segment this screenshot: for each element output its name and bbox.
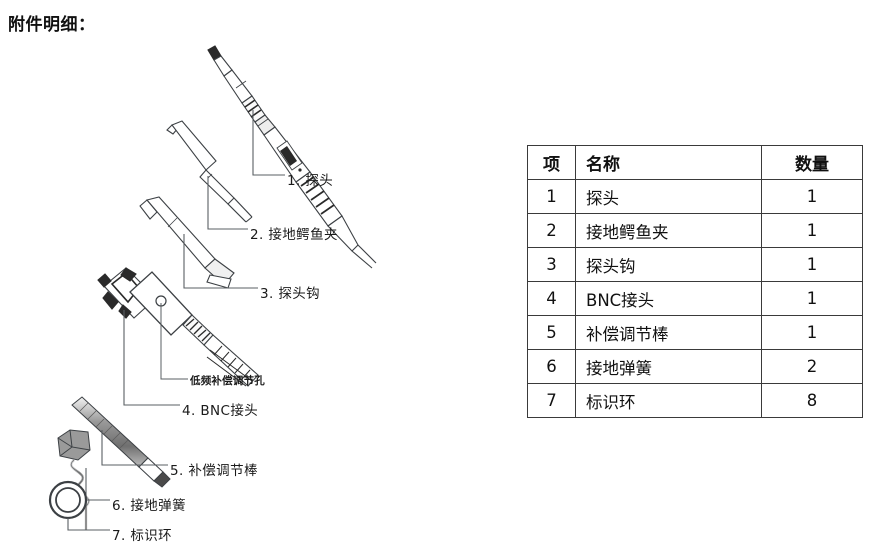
callout-label-1: 1. 探头: [287, 173, 334, 189]
callout-label-5: 5. 补偿调节棒: [170, 463, 258, 479]
cell-index: 6: [527, 349, 576, 384]
cell-index: 4: [527, 281, 576, 316]
leader-line-6: [85, 468, 110, 501]
annotation-low-freq-comp-hole: 低频补偿调节孔: [190, 375, 265, 387]
cell-qty: 2: [761, 349, 863, 384]
callout-label-4: 4. BNC接头: [182, 403, 259, 419]
callout-label-6: 6. 接地弹簧: [112, 498, 186, 514]
column-header-index: 项: [527, 145, 576, 180]
table-row: 4 BNC接头 1: [527, 281, 863, 316]
table-row: 3 探头钩 1: [527, 247, 863, 282]
cell-index: 3: [527, 247, 576, 282]
leader-line-1: [252, 110, 285, 176]
accessories-exploded-diagram: 1. 探头 2. 接地鳄鱼夹 3. 探头钩 低频补偿调节孔 4. BNC接头 5…: [0, 30, 520, 555]
cell-name: 探头: [575, 179, 762, 214]
ground-spring-illustration: [57, 429, 91, 530]
callout-label-2: 2. 接地鳄鱼夹: [250, 227, 338, 243]
table-body: 1 探头 1 2 接地鳄鱼夹 1 3 探头钩 1 4 BNC接头 1 5 补偿调…: [527, 179, 863, 418]
cell-name: 标识环: [575, 383, 762, 418]
cell-index: 2: [527, 213, 576, 248]
diagram-canvas: [48, 45, 377, 531]
column-header-qty: 数量: [761, 145, 863, 180]
cell-qty: 1: [761, 213, 863, 248]
bnc-connector-illustration: [97, 267, 259, 387]
cell-name: 接地弹簧: [575, 349, 762, 384]
cell-qty: 1: [761, 247, 863, 282]
leader-line-3: [183, 234, 258, 289]
page-title: 附件明细：: [8, 15, 96, 35]
leader-line-7: [67, 518, 110, 531]
probe-illustration: [207, 45, 377, 269]
cell-name: 接地鳄鱼夹: [575, 213, 762, 248]
probe-hook-illustration: [139, 196, 235, 289]
cell-name: 补偿调节棒: [575, 315, 762, 350]
marker-ring-illustration: [48, 480, 88, 520]
table-row: 2 接地鳄鱼夹 1: [527, 213, 863, 248]
table-row: 6 接地弹簧 2: [527, 349, 863, 384]
callout-label-7: 7. 标识环: [112, 528, 173, 544]
cell-name: BNC接头: [575, 281, 762, 316]
callout-label-3: 3. 探头钩: [260, 286, 321, 302]
cell-index: 7: [527, 383, 576, 418]
table-header: 项 名称 数量: [527, 145, 863, 180]
cell-index: 5: [527, 315, 576, 350]
cell-qty: 1: [761, 179, 863, 214]
cell-name: 探头钩: [575, 247, 762, 282]
accessories-parts-table: 项 名称 数量 1 探头 1 2 接地鳄鱼夹 1 3 探头钩 1 4 BNC接头…: [527, 145, 863, 418]
cell-qty: 1: [761, 281, 863, 316]
table-header-row: 项 名称 数量: [527, 145, 863, 180]
cell-qty: 1: [761, 315, 863, 350]
column-header-name: 名称: [575, 145, 762, 180]
ground-alligator-clip-illustration: [166, 120, 253, 223]
leader-line-4: [123, 310, 180, 406]
compensation-rod-illustration: [71, 396, 171, 488]
cell-index: 1: [527, 179, 576, 214]
leader-line-2: [207, 176, 248, 230]
leader-line-5: [101, 430, 168, 466]
table-row: 1 探头 1: [527, 179, 863, 214]
cell-qty: 8: [761, 383, 863, 418]
table-row: 5 补偿调节棒 1: [527, 315, 863, 350]
table-row: 7 标识环 8: [527, 383, 863, 418]
leader-line-comp-hole: [160, 303, 188, 380]
